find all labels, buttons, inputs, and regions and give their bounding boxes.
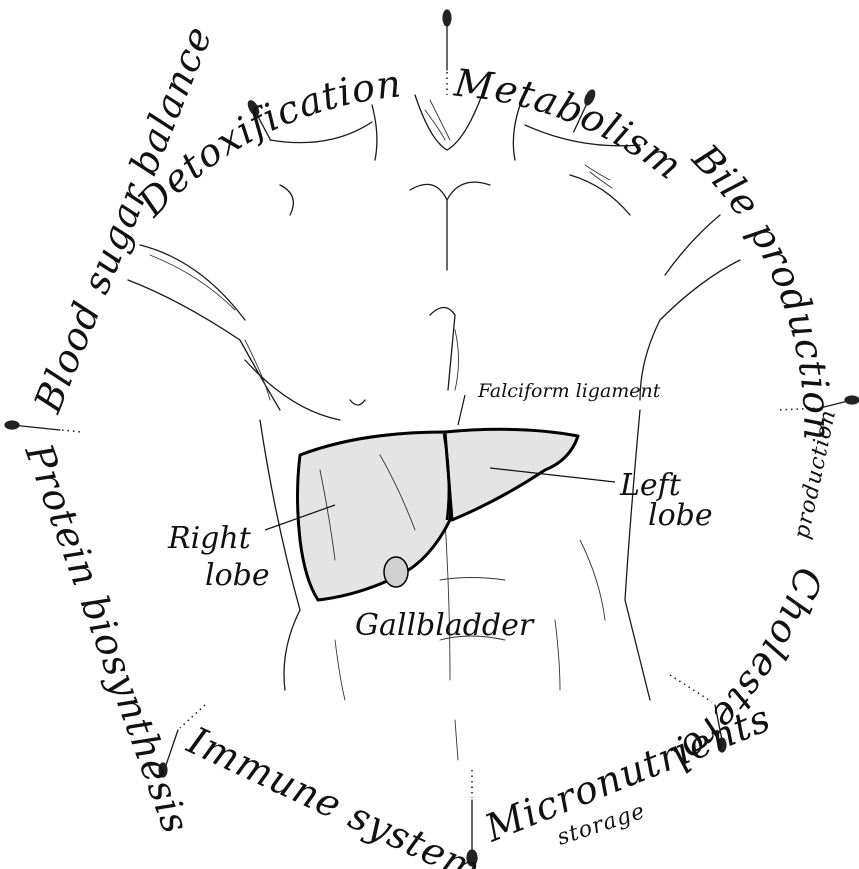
sprig-icon bbox=[5, 421, 82, 432]
label-left-lobe-2: lobe bbox=[648, 498, 713, 533]
torso-sketch bbox=[128, 95, 740, 760]
label-falciform-ligament: Falciform ligament bbox=[477, 380, 661, 402]
right-lobe-shape bbox=[298, 432, 453, 600]
label-metabolism: Metabolism bbox=[451, 60, 691, 188]
left-lobe-shape bbox=[445, 429, 578, 520]
label-blood-sugar-balance: Blood sugar balance bbox=[25, 19, 221, 419]
label-immune-system: Immune system bbox=[180, 718, 488, 869]
label-right-lobe-2: lobe bbox=[205, 558, 270, 593]
label-bile-production: Bile production bbox=[683, 135, 839, 441]
label-gallbladder: Gallbladder bbox=[355, 608, 535, 643]
gallbladder-shape bbox=[384, 557, 408, 587]
label-right-lobe-1: Right bbox=[167, 521, 252, 556]
liver bbox=[298, 429, 579, 600]
sprig-icon bbox=[443, 10, 451, 95]
label-protein-biosynthesis: Protein biosynthesis bbox=[16, 437, 198, 839]
